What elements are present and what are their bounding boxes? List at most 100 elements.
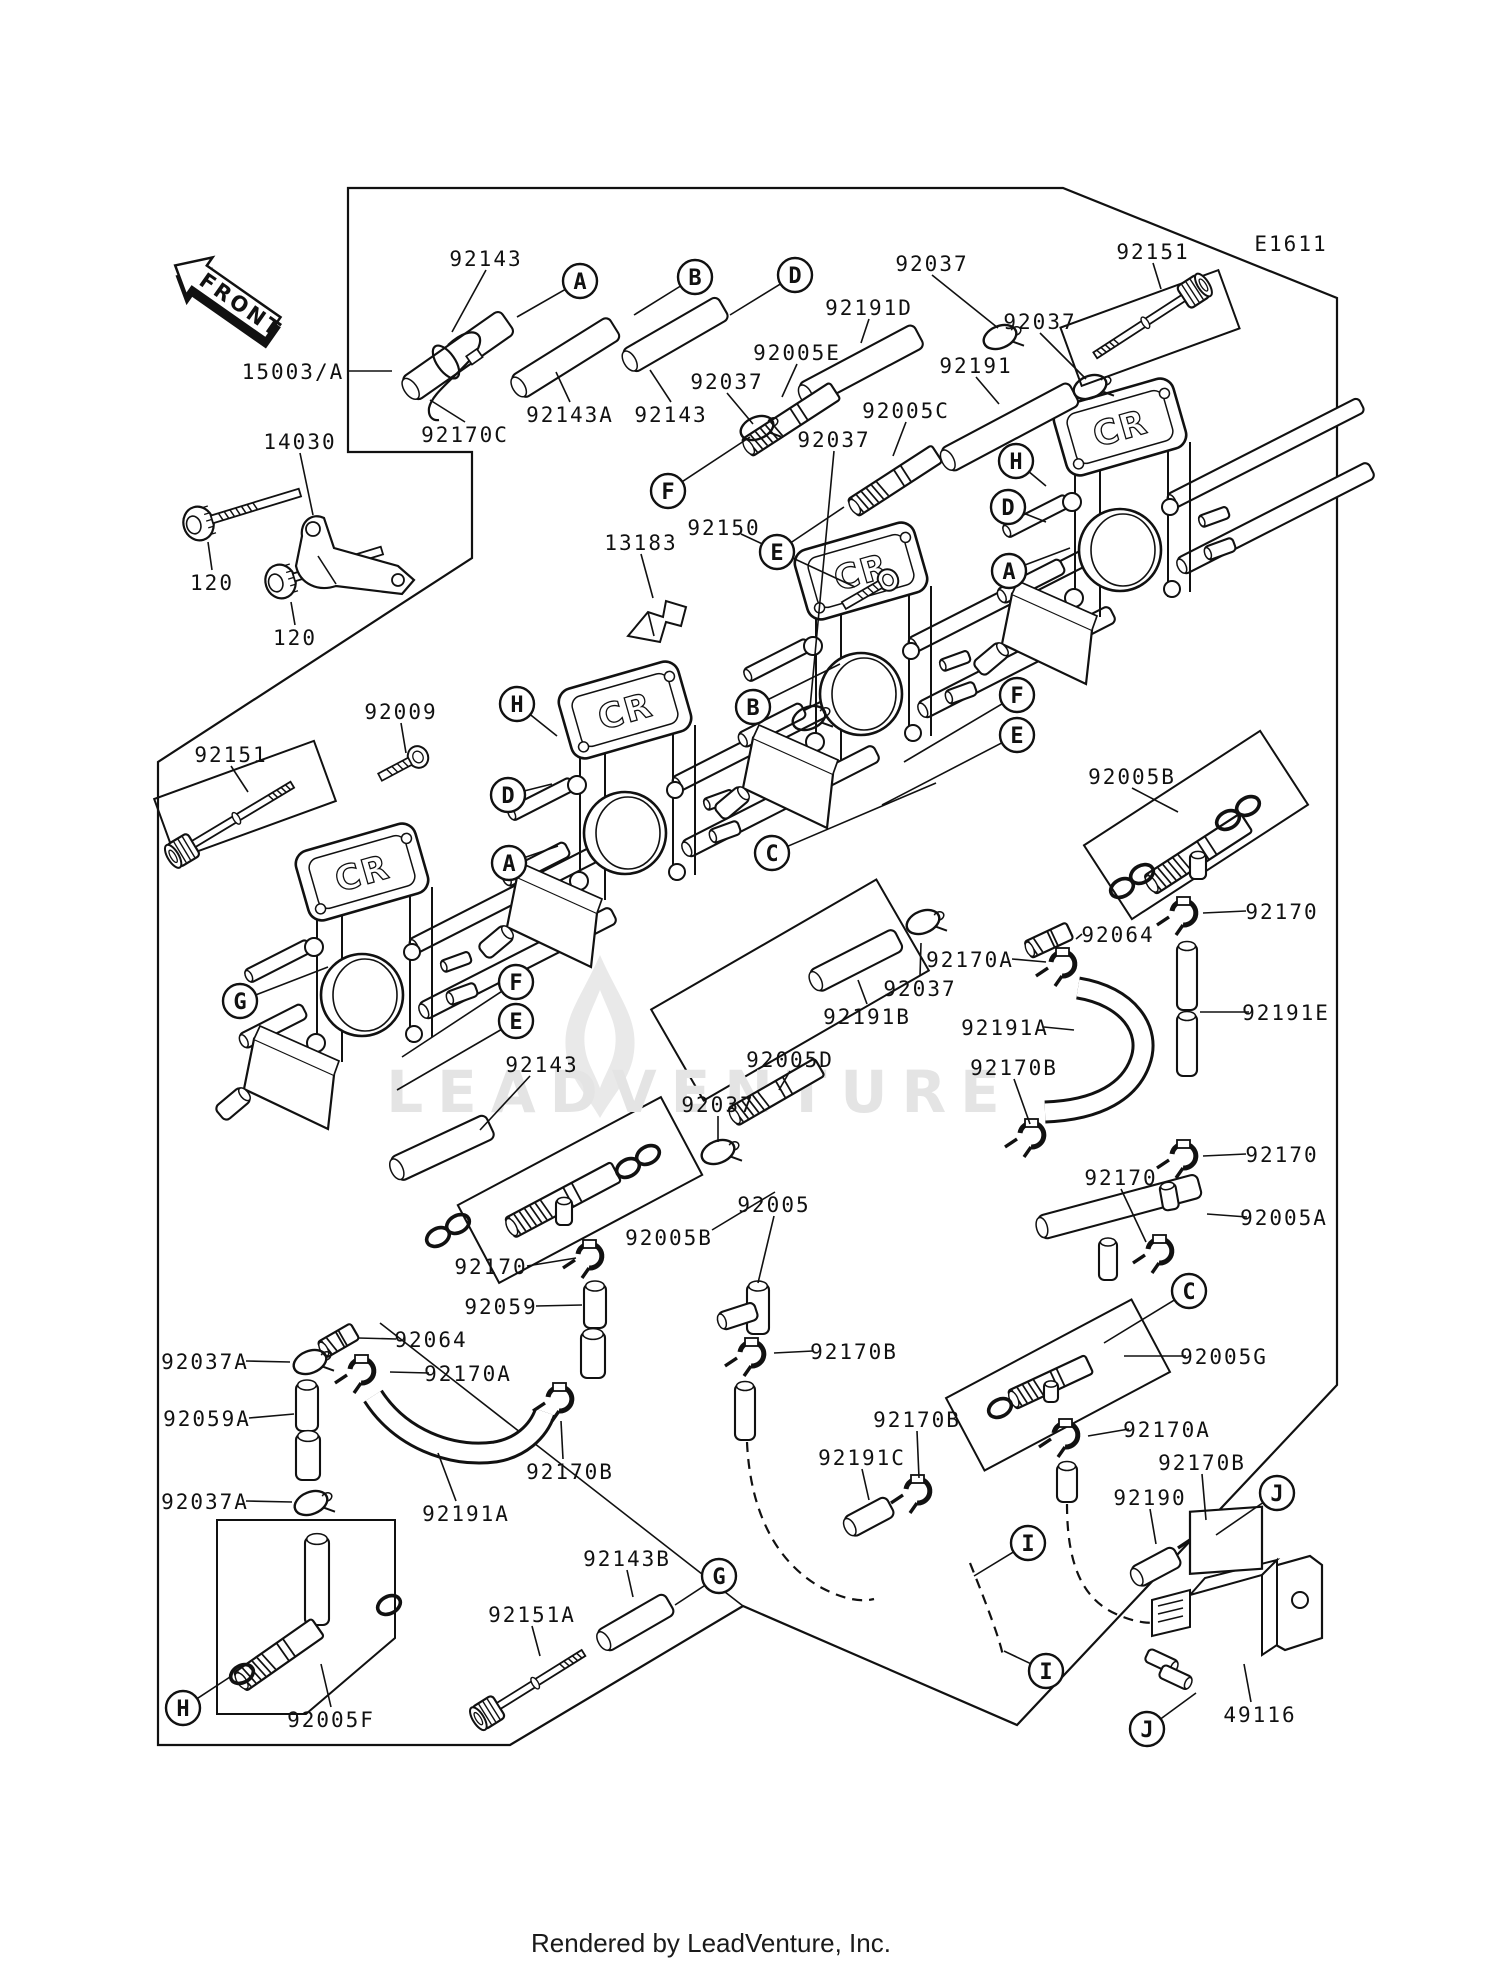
diagram-shape [556, 1196, 572, 1206]
diagram-shape [495, 1648, 587, 1711]
callout-I [1009, 1524, 1047, 1562]
callout-leader-E [790, 506, 845, 544]
diagram-shape [365, 1391, 554, 1462]
callout-A [990, 552, 1028, 590]
diagram-shape [347, 1356, 377, 1386]
diagram-shape [904, 724, 922, 742]
diagram-shape [752, 1094, 765, 1111]
diagram-shape [741, 736, 835, 830]
diagram-shape [621, 350, 638, 372]
diagram-shape [818, 651, 904, 737]
diagram-shape [354, 1354, 369, 1364]
diagram-shape [334, 1331, 346, 1348]
diagram-shape [1129, 1567, 1144, 1587]
tube [621, 296, 729, 373]
part-label-92150: 92150 [687, 516, 760, 540]
callout-A [490, 844, 528, 882]
diagram-shape [1188, 1505, 1264, 1575]
diagram-shape [168, 849, 178, 864]
o-ring [1234, 794, 1262, 818]
fitting-92005C [847, 445, 943, 517]
kit-box [649, 878, 931, 1102]
o-ring [228, 1662, 256, 1686]
diagram-shape [716, 1313, 728, 1330]
drain-nipple [714, 786, 750, 820]
leader-92151 [230, 765, 249, 793]
diagram-shape [1096, 349, 1103, 356]
diagram-shape [283, 563, 291, 567]
diagram-shape [1163, 580, 1181, 598]
diagram-shape [892, 469, 906, 487]
diagram-shape [1055, 1367, 1066, 1387]
diagram-shape [577, 741, 590, 753]
diagram-border [156, 186, 1339, 1747]
leader-92005B [1131, 787, 1179, 813]
tube [939, 382, 1080, 472]
diagram-shape [240, 505, 247, 514]
diagram-shape [1156, 1158, 1185, 1179]
leader-92170B [1013, 1078, 1031, 1125]
diagram-shape [244, 969, 254, 983]
callout-letter-A: A [1002, 560, 1015, 585]
drain-nipple [215, 1087, 251, 1121]
diagram-shape [736, 1103, 749, 1120]
diagram-shape [182, 505, 215, 542]
diagram-shape [401, 377, 420, 400]
diagram-shape [530, 1676, 541, 1690]
diagram-shape [767, 417, 779, 427]
diagram-shape [708, 829, 718, 843]
callout-letter-D: D [788, 264, 801, 289]
callout-C [1170, 1272, 1208, 1310]
diagram-shape [190, 780, 296, 849]
diagram-shape [582, 790, 668, 876]
diagram-shape [1152, 1234, 1167, 1244]
hose-clamp [890, 1474, 933, 1514]
part-label-92170: 92170 [1084, 1166, 1157, 1190]
diagram-shape [744, 1337, 759, 1347]
port [439, 951, 473, 973]
diagram-shape [1172, 857, 1187, 875]
diagram-shape [584, 990, 616, 1088]
part-label-92059: 92059 [464, 1295, 537, 1319]
part-label-92005E: 92005E [753, 341, 841, 365]
part-label-92170B: 92170B [810, 1340, 898, 1364]
tube [388, 1114, 495, 1181]
diagram-shape [1048, 949, 1078, 979]
diagram-shape [842, 1517, 857, 1537]
leader-92191D [860, 318, 870, 344]
leader-92037 [726, 392, 754, 425]
leader-92170 [526, 1257, 577, 1267]
diagram-shape [847, 445, 943, 517]
diagram-shape [1052, 377, 1188, 477]
diagram-shape [1145, 1236, 1175, 1266]
leader-92170B [1201, 1473, 1207, 1521]
wire-clamp [293, 1489, 336, 1517]
diagram-shape [1051, 1420, 1081, 1450]
diagram-shape [899, 464, 913, 483]
diagram-shape [210, 532, 217, 536]
diagram-shape [733, 1382, 757, 1442]
part-label-92143: 92143 [634, 403, 707, 427]
diagram-shape [306, 1532, 328, 1546]
diagram-shape [855, 494, 870, 510]
callout-leader-F [401, 990, 503, 1058]
diagram-shape [267, 573, 284, 593]
tube [294, 1429, 322, 1482]
diagram-shape [730, 1155, 743, 1162]
part-label-92037: 92037 [883, 977, 956, 1001]
diagram-shape [910, 1474, 925, 1484]
part-label-92143B: 92143B [583, 1547, 671, 1571]
diagram-shape [1169, 898, 1199, 928]
carburetor-4: CR [973, 377, 1375, 686]
diagram-shape [308, 834, 416, 910]
diagram-shape [294, 822, 430, 922]
diagram-shape [647, 611, 655, 637]
diagram-shape [1162, 864, 1177, 881]
diagram-shape [1044, 979, 1152, 1121]
diagram-shape: CR [1052, 377, 1188, 477]
callout-leader-A [524, 845, 559, 859]
diagram-shape [246, 504, 253, 512]
part-label-92191A: 92191A [422, 1502, 510, 1526]
diagram-shape [1082, 729, 1310, 921]
tube [596, 1593, 675, 1652]
